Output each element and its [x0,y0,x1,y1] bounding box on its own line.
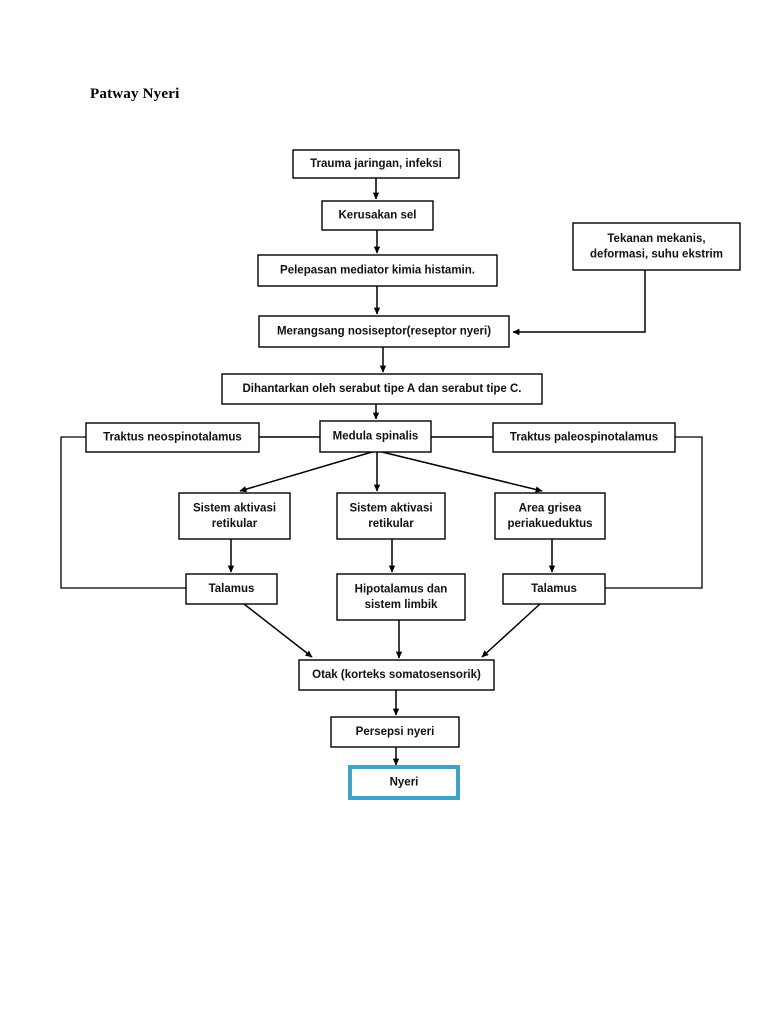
flow-node-kerusakan: Kerusakan sel [321,200,434,231]
flow-node-talamus-r: Talamus [502,573,606,605]
flow-node-otak: Otak (korteks somatosensorik) [298,659,495,691]
flow-node-persepsi: Persepsi nyeri [330,716,460,748]
node-box [330,716,460,748]
flow-node-grisea: Area grisea periakueduktus [494,492,606,540]
node-box [321,200,434,231]
node-box [502,573,606,605]
flow-connector [239,451,373,493]
node-box [336,492,446,540]
flow-node-nosiseptor: Merangsang nosiseptor(reseptor nyeri) [258,315,510,348]
flow-node-dihantarkan: Dihantarkan oleh serabut tipe A dan sera… [221,373,543,405]
flow-connector [381,451,543,493]
flow-connector [605,436,703,589]
node-label: Talamus [531,583,577,595]
edge-layer [60,178,703,766]
node-label: retikular [212,518,258,530]
node-label: Traktus neospinotalamus [103,432,242,444]
node-box [85,422,260,453]
node-box [348,765,460,800]
node-label: Sistem aktivasi [193,502,276,514]
node-box [492,422,676,453]
flow-node-trauma: Trauma jaringan, infeksi [292,149,460,179]
node-box [258,315,510,348]
flow-node-tekanan: Tekanan mekanis, deformasi, suhu ekstrim [572,222,741,271]
flow-connector [512,270,646,336]
node-box [221,373,543,405]
flow-node-retikular-l: Sistem aktivasi retikular [178,492,291,540]
node-box [319,420,432,453]
flow-connector [60,436,186,589]
node-box [494,492,606,540]
node-label: Hipotalamus dan [355,583,448,595]
node-label: Traktus paleospinotalamus [510,432,658,444]
flow-connector [243,603,313,658]
flow-node-nyeri: Nyeri [348,765,460,800]
node-label: Talamus [209,583,255,595]
flow-node-talamus-l: Talamus [185,573,278,605]
node-label: periakueduktus [508,518,593,530]
node-label: Area grisea [519,502,582,514]
node-label: Persepsi nyeri [356,726,435,738]
node-box [257,254,498,287]
page-title: Patway Nyeri [90,86,180,102]
flow-node-medula: Medula spinalis [319,420,432,453]
node-label: deformasi, suhu ekstrim [590,248,723,260]
node-box [178,492,291,540]
node-label: Nyeri [390,777,419,789]
flow-node-hipotalamus: Hipotalamus dan sistem limbik [336,573,466,621]
node-label: Trauma jaringan, infeksi [310,158,442,170]
node-box [185,573,278,605]
flow-node-retikular-c: Sistem aktivasi retikular [336,492,446,540]
node-label: Pelepasan mediator kimia histamin. [280,265,475,277]
node-label: Kerusakan sel [339,210,417,222]
flow-node-paleospino: Traktus paleospinotalamus [492,422,676,453]
node-label: Dihantarkan oleh serabut tipe A dan sera… [242,383,521,395]
flow-connector [481,603,541,658]
node-box [298,659,495,691]
node-label: Sistem aktivasi [349,502,432,514]
node-box [572,222,741,271]
flow-node-neospino: Traktus neospinotalamus [85,422,260,453]
node-label: Otak (korteks somatosensorik) [312,669,481,681]
node-box [336,573,466,621]
node-label: Medula spinalis [333,431,419,443]
node-label: sistem limbik [365,599,438,611]
node-box [292,149,460,179]
node-label: retikular [368,518,414,530]
node-label: Tekanan mekanis, [607,233,705,245]
flow-node-pelepasan: Pelepasan mediator kimia histamin. [257,254,498,287]
node-label: Merangsang nosiseptor(reseptor nyeri) [277,326,491,338]
